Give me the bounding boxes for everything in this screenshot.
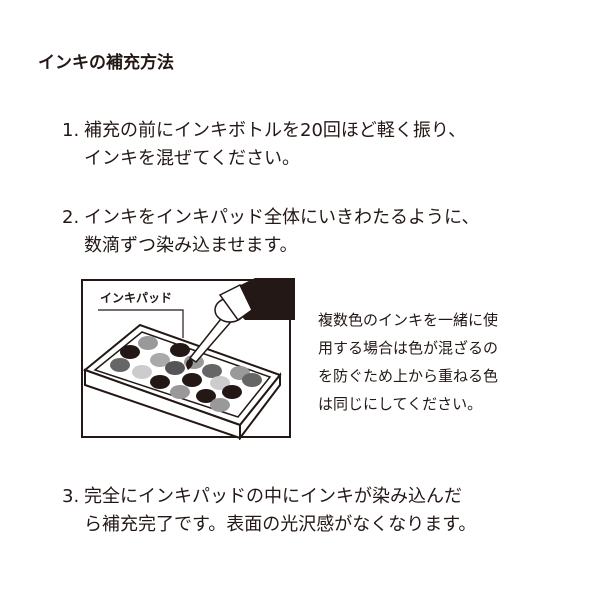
note-line: を防ぐため上から重ねる色 bbox=[318, 367, 499, 385]
step-3: 3.完全にインキパッドの中にインキが染み込んだ ら補充完了です。表面の光沢感がな… bbox=[62, 483, 476, 539]
ink-pad-icon bbox=[82, 323, 282, 440]
step-text: インキを混ぜてください。 bbox=[84, 148, 300, 169]
step-text: 完全にインキパッドの中にインキが染み込んだ bbox=[84, 486, 462, 507]
step-text: インキをインキパッド全体にいきわたるように、 bbox=[84, 207, 480, 228]
step-number: 2. bbox=[62, 207, 80, 228]
step-text: 補充の前にインキボトルを20回ほど軽く振り、 bbox=[84, 120, 467, 141]
ink-bottle-icon bbox=[186, 278, 295, 370]
step-number: 1. bbox=[62, 120, 80, 141]
note-line: 用する場合は色が混ざるの bbox=[318, 339, 499, 357]
note-line: は同じにしてください。 bbox=[318, 395, 483, 413]
multi-color-note: 複数色のインキを一緒に使 用する場合は色が混ざるの を防ぐため上から重ねる色 は… bbox=[318, 306, 498, 418]
step-text: 数滴ずつ染み込ませます。 bbox=[84, 235, 298, 256]
step-1: 1.補充の前にインキボトルを20回ほど軽く振り、 インキを混ぜてください。 bbox=[62, 117, 466, 173]
note-line: 複数色のインキを一緒に使 bbox=[318, 311, 499, 329]
step-text: ら補充完了です。表面の光沢感がなくなります。 bbox=[84, 514, 477, 535]
ink-pad-label: インキパッド bbox=[100, 291, 172, 305]
step-2: 2.インキをインキパッド全体にいきわたるように、 数滴ずつ染み込ませます。 bbox=[62, 204, 479, 260]
label-leader-line bbox=[98, 309, 184, 338]
page-title: インキの補充方法 bbox=[38, 53, 174, 73]
ink-pad-illustration: インキパッド bbox=[81, 278, 295, 440]
step-number: 3. bbox=[62, 486, 80, 507]
